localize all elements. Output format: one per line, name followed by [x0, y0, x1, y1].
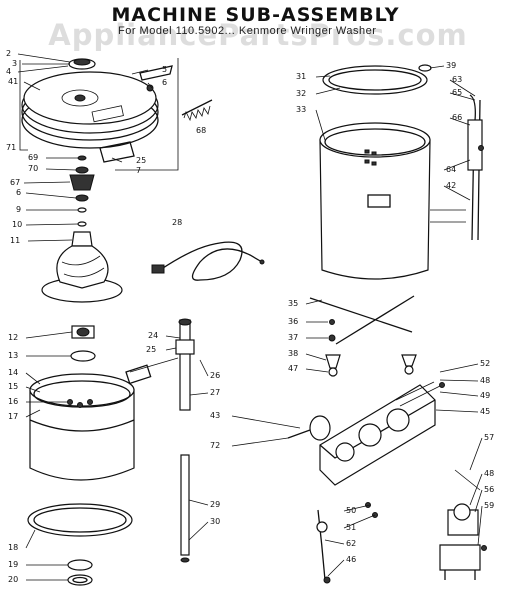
callout-6b: 6	[16, 188, 21, 197]
callout-67: 67	[10, 178, 20, 187]
callout-72: 72	[210, 441, 220, 450]
callout-27: 27	[210, 388, 220, 397]
drive-parts	[316, 469, 487, 584]
callout-47: 47	[288, 364, 298, 373]
callout-35: 35	[288, 299, 298, 308]
callout-45: 45	[480, 407, 490, 416]
callout-16: 16	[8, 397, 18, 406]
callout-7: 7	[136, 166, 141, 175]
callout-66: 66	[452, 113, 462, 122]
callout-15: 15	[8, 382, 18, 391]
callout-36: 36	[288, 317, 298, 326]
callout-14: 14	[8, 368, 18, 377]
callout-32: 32	[296, 89, 306, 98]
shaft-assembly	[129, 318, 195, 563]
callout-48b: 48	[484, 469, 494, 478]
callout-13: 13	[8, 351, 18, 360]
callout-48: 48	[480, 376, 490, 385]
callout-18: 18	[8, 543, 18, 552]
callout-26: 26	[210, 371, 220, 380]
callout-4: 4	[6, 67, 11, 76]
motor-panel	[287, 381, 445, 486]
callout-33: 33	[296, 105, 306, 114]
callout-46: 46	[346, 555, 356, 564]
agitator-stack	[41, 155, 123, 362]
callout-43: 43	[210, 411, 220, 420]
callout-labels: 2 3 4 41 5 6 71 69 70 25 7 68 67 6 9 10 …	[6, 49, 494, 584]
wringer-housing	[319, 64, 484, 280]
callout-30: 30	[210, 517, 220, 526]
power-cord	[151, 241, 265, 281]
diagram-subtitle: For Model 110.5902... Kenmore Wringer Wa…	[118, 25, 377, 37]
callout-11: 11	[10, 236, 20, 245]
callout-50: 50	[346, 506, 356, 515]
callout-56: 56	[484, 485, 494, 494]
callout-19: 19	[8, 560, 18, 569]
callout-70: 70	[28, 164, 38, 173]
callout-49: 49	[480, 391, 490, 400]
callout-63: 63	[452, 75, 462, 84]
callout-57: 57	[484, 433, 494, 442]
callout-68: 68	[196, 126, 206, 135]
base-braces	[309, 295, 417, 377]
callout-39: 39	[446, 61, 456, 70]
callout-9: 9	[16, 205, 21, 214]
callout-10: 10	[12, 220, 22, 229]
callout-38: 38	[288, 349, 298, 358]
callout-51: 51	[346, 523, 356, 532]
callout-2: 2	[6, 49, 11, 58]
transmission-assembly	[19, 58, 213, 171]
callout-25: 25	[146, 345, 156, 354]
callout-28: 28	[172, 218, 182, 227]
callout-24: 24	[148, 331, 158, 340]
callout-12: 12	[8, 333, 18, 342]
callout-42: 42	[446, 181, 456, 190]
callout-5: 5	[162, 65, 167, 74]
callout-65: 65	[452, 88, 462, 97]
callout-37: 37	[288, 333, 298, 342]
callout-41: 41	[8, 77, 18, 86]
callout-17: 17	[8, 412, 18, 421]
callout-3: 3	[12, 59, 17, 68]
callout-20: 20	[8, 575, 18, 584]
callout-64: 64	[446, 165, 456, 174]
diagram-title: MACHINE SUB-ASSEMBLY	[111, 4, 400, 26]
callout-69: 69	[28, 153, 38, 162]
callout-71: 71	[6, 143, 16, 152]
callout-52: 52	[480, 359, 490, 368]
wash-tub	[27, 364, 152, 586]
callout-62: 62	[346, 539, 356, 548]
callout-25a: 25	[136, 156, 146, 165]
callout-6: 6	[162, 78, 167, 87]
callout-29: 29	[210, 500, 220, 509]
leader-lines	[17, 53, 483, 581]
callout-31: 31	[296, 72, 306, 81]
callout-59: 59	[484, 501, 494, 510]
